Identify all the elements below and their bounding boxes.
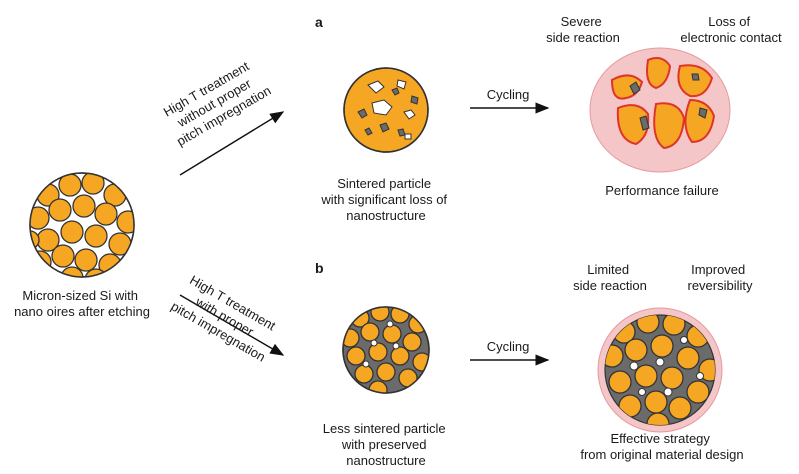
panel-label-a: a — [315, 14, 323, 30]
cycling-label-top: Cycling — [487, 87, 530, 102]
start-label: Micron-sized Si with nano oires after et… — [14, 288, 150, 319]
starting-si-particle — [29, 172, 135, 278]
arrow-top-label: High T treatment without proper pitch im… — [158, 55, 274, 149]
performance-failure-label: Performance failure — [605, 183, 718, 198]
loss-of-contact-label: Loss of electronic contact — [680, 14, 782, 45]
panel-label-b: b — [315, 260, 324, 276]
severe-side-reaction-label: Severe side reaction — [546, 14, 620, 45]
sintered-particle — [343, 67, 429, 153]
stable-particle — [597, 307, 723, 433]
arrow-to-less-sintered — [179, 294, 285, 356]
effective-strategy-label: Effective strategy from original materia… — [580, 431, 743, 462]
arrow-to-sintered — [179, 111, 285, 176]
improved-reversibility-label: Improved reversibility — [687, 262, 753, 293]
less-sintered-label: Less sintered particle with preserved na… — [323, 421, 449, 468]
failed-particle — [589, 47, 731, 173]
arrow-bottom-label: High T treatment with proper pitch impre… — [168, 271, 284, 365]
limited-side-reaction-label: Limited side reaction — [573, 262, 647, 293]
cycling-label-bottom: Cycling — [487, 339, 530, 354]
less-sintered-particle — [342, 306, 430, 394]
sintered-label: Sintered particle with significant loss … — [320, 176, 450, 223]
